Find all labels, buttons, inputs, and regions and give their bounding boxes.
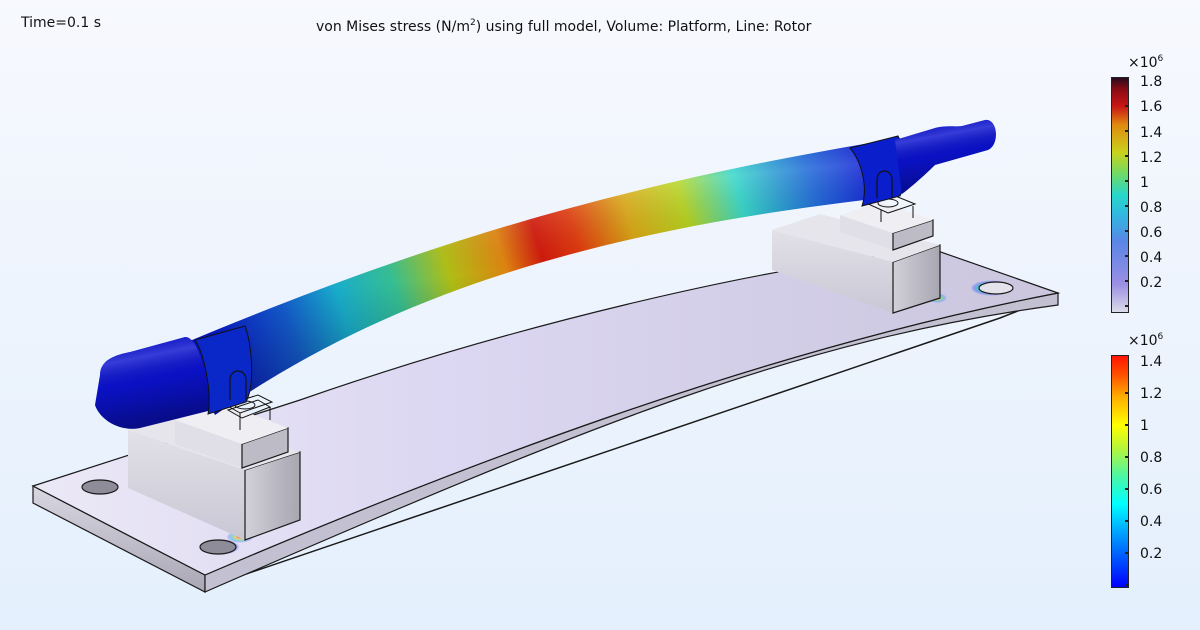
tick-label: 0.4	[1140, 250, 1163, 266]
support-right-step-side	[892, 219, 934, 251]
rotor-shading	[180, 143, 882, 415]
tick-label: 1.4	[1140, 354, 1163, 370]
tick-label: 1	[1140, 418, 1149, 434]
bearing-support-left	[128, 394, 301, 541]
support-right-long-face	[772, 230, 893, 313]
rotor-left-journal-shading	[95, 336, 212, 429]
tick-label: 0.6	[1140, 482, 1163, 498]
support-right-step-top	[840, 202, 933, 233]
support-left-step-front	[175, 420, 242, 468]
title-superscript: 2	[469, 18, 476, 28]
title-prefix: von Mises stress (N/m	[316, 19, 470, 35]
mount-hole	[978, 281, 1014, 295]
bearing-support-right	[772, 194, 941, 314]
support-left-long-face	[128, 430, 245, 540]
tick-label: 0.2	[1140, 275, 1163, 291]
tick-label: 0.8	[1140, 450, 1163, 466]
tick-label: 1.4	[1140, 125, 1163, 141]
support-left-step-side	[241, 427, 289, 469]
title-suffix: ) using full model, Volume: Platform, Li…	[475, 19, 812, 35]
bearing-clamp-right	[876, 170, 893, 198]
bearing-clamp-left	[229, 370, 247, 400]
colorbar-rotor-multiplier: ×106	[1128, 332, 1164, 349]
support-right-step-front	[840, 215, 893, 250]
tick-label: 1	[1140, 175, 1149, 191]
bearing-ring-left	[194, 325, 253, 415]
colorbar-platform-multiplier: ×106	[1128, 54, 1164, 71]
mount-hole	[81, 479, 119, 495]
support-left-step-top	[175, 404, 288, 444]
mount-hole	[199, 539, 237, 555]
plot-title: von Mises stress (N/m2) using full model…	[316, 18, 811, 35]
3d-model-viewport[interactable]	[0, 0, 1100, 630]
support-right-top	[772, 214, 940, 262]
tick-label: 1.2	[1140, 150, 1163, 166]
tick-label: 0.2	[1140, 546, 1163, 562]
rotor-right-journal-shading	[895, 119, 996, 194]
tick-label: 1.2	[1140, 386, 1163, 402]
tick-label: 1.6	[1140, 99, 1163, 115]
tick-label: 0.4	[1140, 514, 1163, 530]
tick-label: 0.8	[1140, 200, 1163, 216]
tick-label: 1.8	[1140, 74, 1163, 90]
colorbar-rotor	[1111, 355, 1129, 588]
rotor	[95, 119, 996, 429]
tick-label: 0.6	[1140, 225, 1163, 241]
colorbar-platform	[1111, 77, 1129, 313]
time-label: Time=0.1 s	[21, 15, 102, 31]
